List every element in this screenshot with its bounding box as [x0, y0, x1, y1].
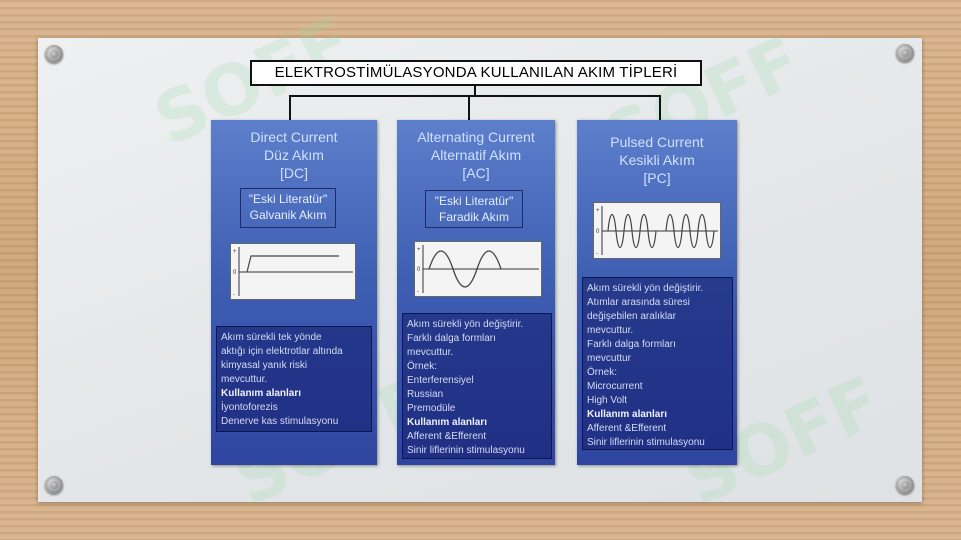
axis-tick-plus: + [233, 249, 237, 255]
description-line: High Volt [587, 395, 628, 406]
axis-tick-plus: + [596, 208, 600, 214]
heading-line: Alternating Current [417, 129, 535, 145]
column-heading: Pulsed Current Kesikli Akım [PC] [577, 133, 737, 187]
literature-line: Galvanik Akım [249, 208, 327, 222]
description-line: kimyasal yanık riski [221, 360, 308, 371]
literature-line: Faradik Akım [438, 210, 510, 224]
description-line: Atımlar arasında süresi [587, 297, 690, 308]
description-line: Russian [407, 389, 444, 400]
heading-line: Alternatif Akım [430, 147, 522, 163]
literature-box: "Eski Literatür" Faradik Akım [425, 190, 523, 228]
axis-tick-plus: + [417, 247, 421, 253]
axis-tick-zero: 0 [596, 229, 600, 235]
column-alternating-current: Alternating Current Alternatif Akım [AC]… [397, 120, 555, 465]
description-line: mevcuttur [587, 353, 631, 364]
connector-line [468, 95, 470, 120]
usage-heading: Kullanım alanları [221, 388, 302, 399]
column-direct-current: Direct Current Düz Akım [DC] "Eski Liter… [211, 120, 377, 465]
connector-line [474, 86, 476, 96]
axis-tick-minus: - [233, 292, 235, 298]
description-line: İyontoforezis [221, 402, 278, 413]
heading-line: [AC] [462, 165, 490, 181]
description-line: mevcuttur. [221, 374, 268, 385]
usage-heading: Kullanım alanları [407, 417, 488, 428]
column-heading: Alternating Current Alternatif Akım [AC] [397, 128, 555, 182]
connector-line [659, 95, 661, 120]
description-line: Akım sürekli yön değiştirir. [587, 283, 704, 294]
screw-bottom-right [896, 476, 914, 494]
waveform-graph-ac: + 0 - [414, 241, 542, 297]
description-line: Enterferensiyel [407, 375, 474, 386]
description-line: mevcuttur. [407, 347, 454, 358]
column-pulsed-current: Pulsed Current Kesikli Akım [PC] + 0 - A… [577, 120, 737, 465]
description-line: Farklı dalga formları [587, 339, 676, 350]
description-line: Akım sürekli tek yönde [221, 332, 322, 343]
heading-line: [PC] [643, 170, 671, 186]
waveform-line [246, 255, 339, 273]
heading-line: Kesikli Akım [619, 152, 695, 168]
heading-line: [DC] [280, 165, 308, 181]
axis-tick-minus: - [596, 251, 598, 257]
connector-line [289, 95, 291, 120]
connector-line [289, 95, 661, 97]
heading-line: Direct Current [250, 129, 338, 145]
literature-box: "Eski Literatür" Galvanik Akım [240, 188, 336, 228]
axis-tick-zero: 0 [417, 267, 421, 273]
heading-line: Düz Akım [264, 147, 324, 163]
description-line: değişebilen aralıklar [587, 311, 676, 322]
description-line: aktığı için elektrotlar altında [221, 346, 343, 357]
description-line: mevcuttur. [587, 325, 634, 336]
description-line: Örnek: [587, 367, 618, 378]
waveform-line [428, 250, 502, 288]
screw-bottom-left [45, 476, 63, 494]
axis-tick-zero: 0 [233, 270, 237, 276]
literature-line: "Eski Literatür" [434, 194, 514, 208]
description-line: Sinir liflerinin stimulasyonu [407, 445, 525, 456]
literature-line: "Eski Literatür" [248, 192, 328, 206]
description-line: Örnek: [407, 361, 438, 372]
usage-heading: Kullanım alanları [587, 409, 668, 420]
description-line: Afferent &Efferent [587, 423, 667, 434]
description-line: Microcurrent [587, 381, 643, 392]
description-line: Afferent &Efferent [407, 431, 487, 442]
page-title: ELEKTROSTİMÜLASYONDA KULLANILAN AKIM TİP… [250, 60, 702, 86]
waveform-line [607, 213, 715, 249]
description-box: Akım sürekli yön değiştirir. Atımlar ara… [582, 277, 733, 450]
waveform-graph-dc: + 0 - [230, 243, 356, 300]
description-box: Akım sürekli tek yönde aktığı için elekt… [216, 326, 372, 432]
waveform-graph-pc: + 0 - [593, 202, 721, 259]
description-line: Akım sürekli yön değiştirir. [407, 319, 524, 330]
screw-top-left [45, 45, 63, 63]
description-line: Premodüle [407, 403, 456, 414]
description-box: Akım sürekli yön değiştirir. Farklı dalg… [402, 313, 552, 459]
column-heading: Direct Current Düz Akım [DC] [211, 128, 377, 182]
description-line: Farklı dalga formları [407, 333, 496, 344]
description-line: Sinir liflerinin stimulasyonu [587, 437, 705, 448]
screw-top-right [896, 44, 914, 62]
heading-line: Pulsed Current [610, 134, 704, 150]
axis-tick-minus: - [417, 289, 419, 295]
description-line: Denerve kas stimulasyonu [221, 416, 339, 427]
